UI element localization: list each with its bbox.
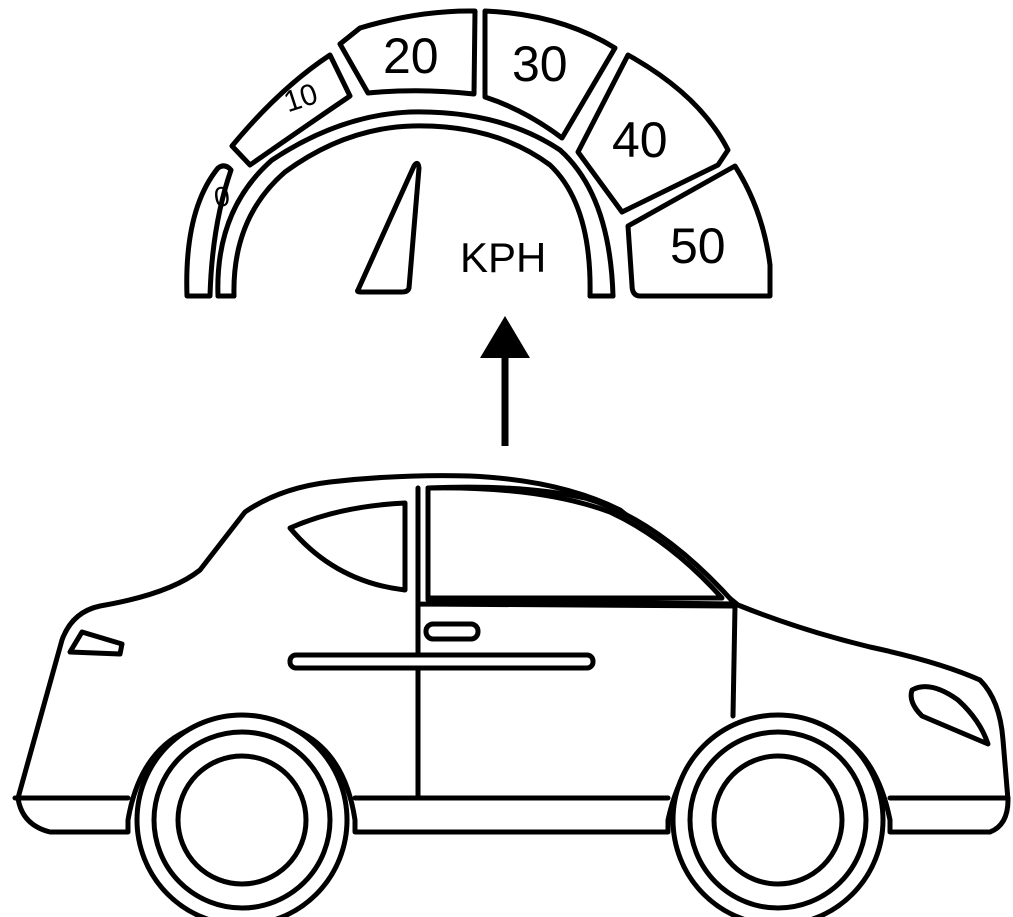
speed-label-30: 30: [512, 36, 568, 92]
rear-wheel: [137, 715, 347, 917]
speed-label-0: 0: [212, 180, 232, 213]
speed-needle: [358, 163, 420, 292]
up-arrow: [480, 316, 530, 446]
speed-label-50: 50: [670, 218, 726, 274]
speedometer: 0 10 20 30 40 50 KPH: [187, 11, 770, 296]
front-wheel: [673, 715, 883, 917]
speed-label-40: 40: [612, 112, 668, 168]
side-trim: [290, 655, 593, 668]
speed-label-20: 20: [383, 28, 439, 84]
car: [15, 476, 1008, 917]
speed-unit-label: KPH: [460, 234, 546, 281]
door-handle: [426, 624, 478, 639]
